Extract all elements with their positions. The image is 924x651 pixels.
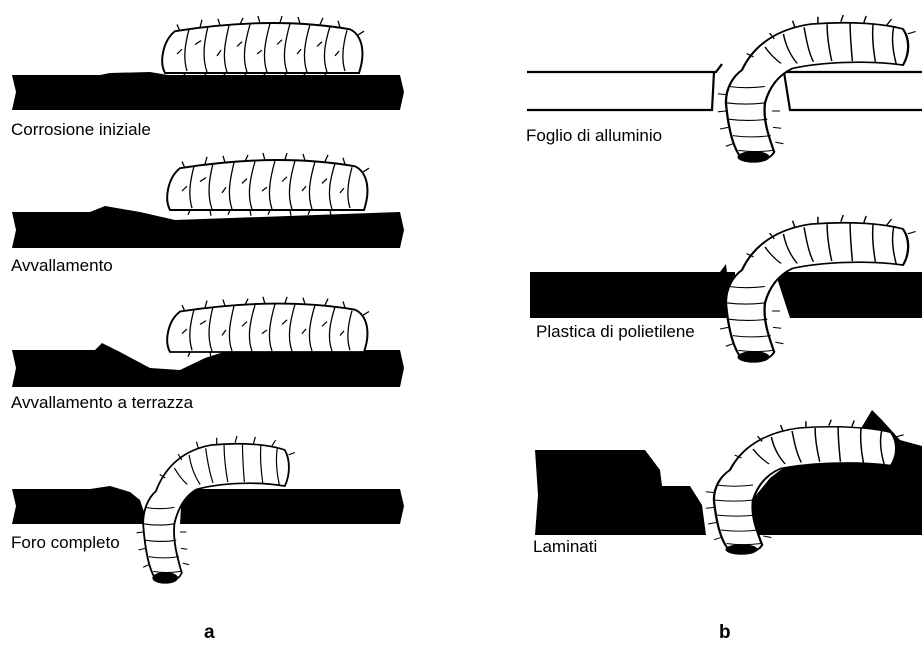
larva-drawing [162, 16, 364, 79]
stage-a1-corrosione-iniziale [12, 16, 404, 110]
stage-a4-foro-completo [12, 436, 404, 584]
panel-letter-a: a [204, 622, 215, 644]
label-foglio-alluminio: Foglio di alluminio [526, 126, 664, 146]
label-corrosione-iniziale: Corrosione iniziale [11, 120, 153, 140]
label-avvallamento-terrazza: Avvallamento a terrazza [11, 393, 195, 413]
larva-drawing [167, 297, 369, 358]
material-slab [12, 486, 148, 524]
material-slab [180, 489, 404, 524]
label-avvallamento: Avvallamento [11, 256, 115, 276]
label-polietilene: Plastica di polietilene [536, 322, 697, 342]
stage-b3-laminati [535, 410, 922, 555]
laminate-layers [535, 450, 706, 535]
label-laminati: Laminati [533, 537, 599, 557]
larva-drawing [167, 153, 369, 216]
aluminium-sheet [527, 64, 922, 110]
material-slab [775, 272, 922, 318]
larva-drawing [718, 15, 916, 163]
panel-letter-b: b [719, 622, 731, 644]
label-foro-completo: Foro completo [11, 533, 122, 553]
stage-a3-avvallamento-terrazza [12, 297, 404, 387]
material-slab [12, 72, 404, 110]
stage-a2-avvallamento [12, 153, 404, 248]
material-slab [530, 272, 735, 318]
material-slab [12, 206, 404, 248]
